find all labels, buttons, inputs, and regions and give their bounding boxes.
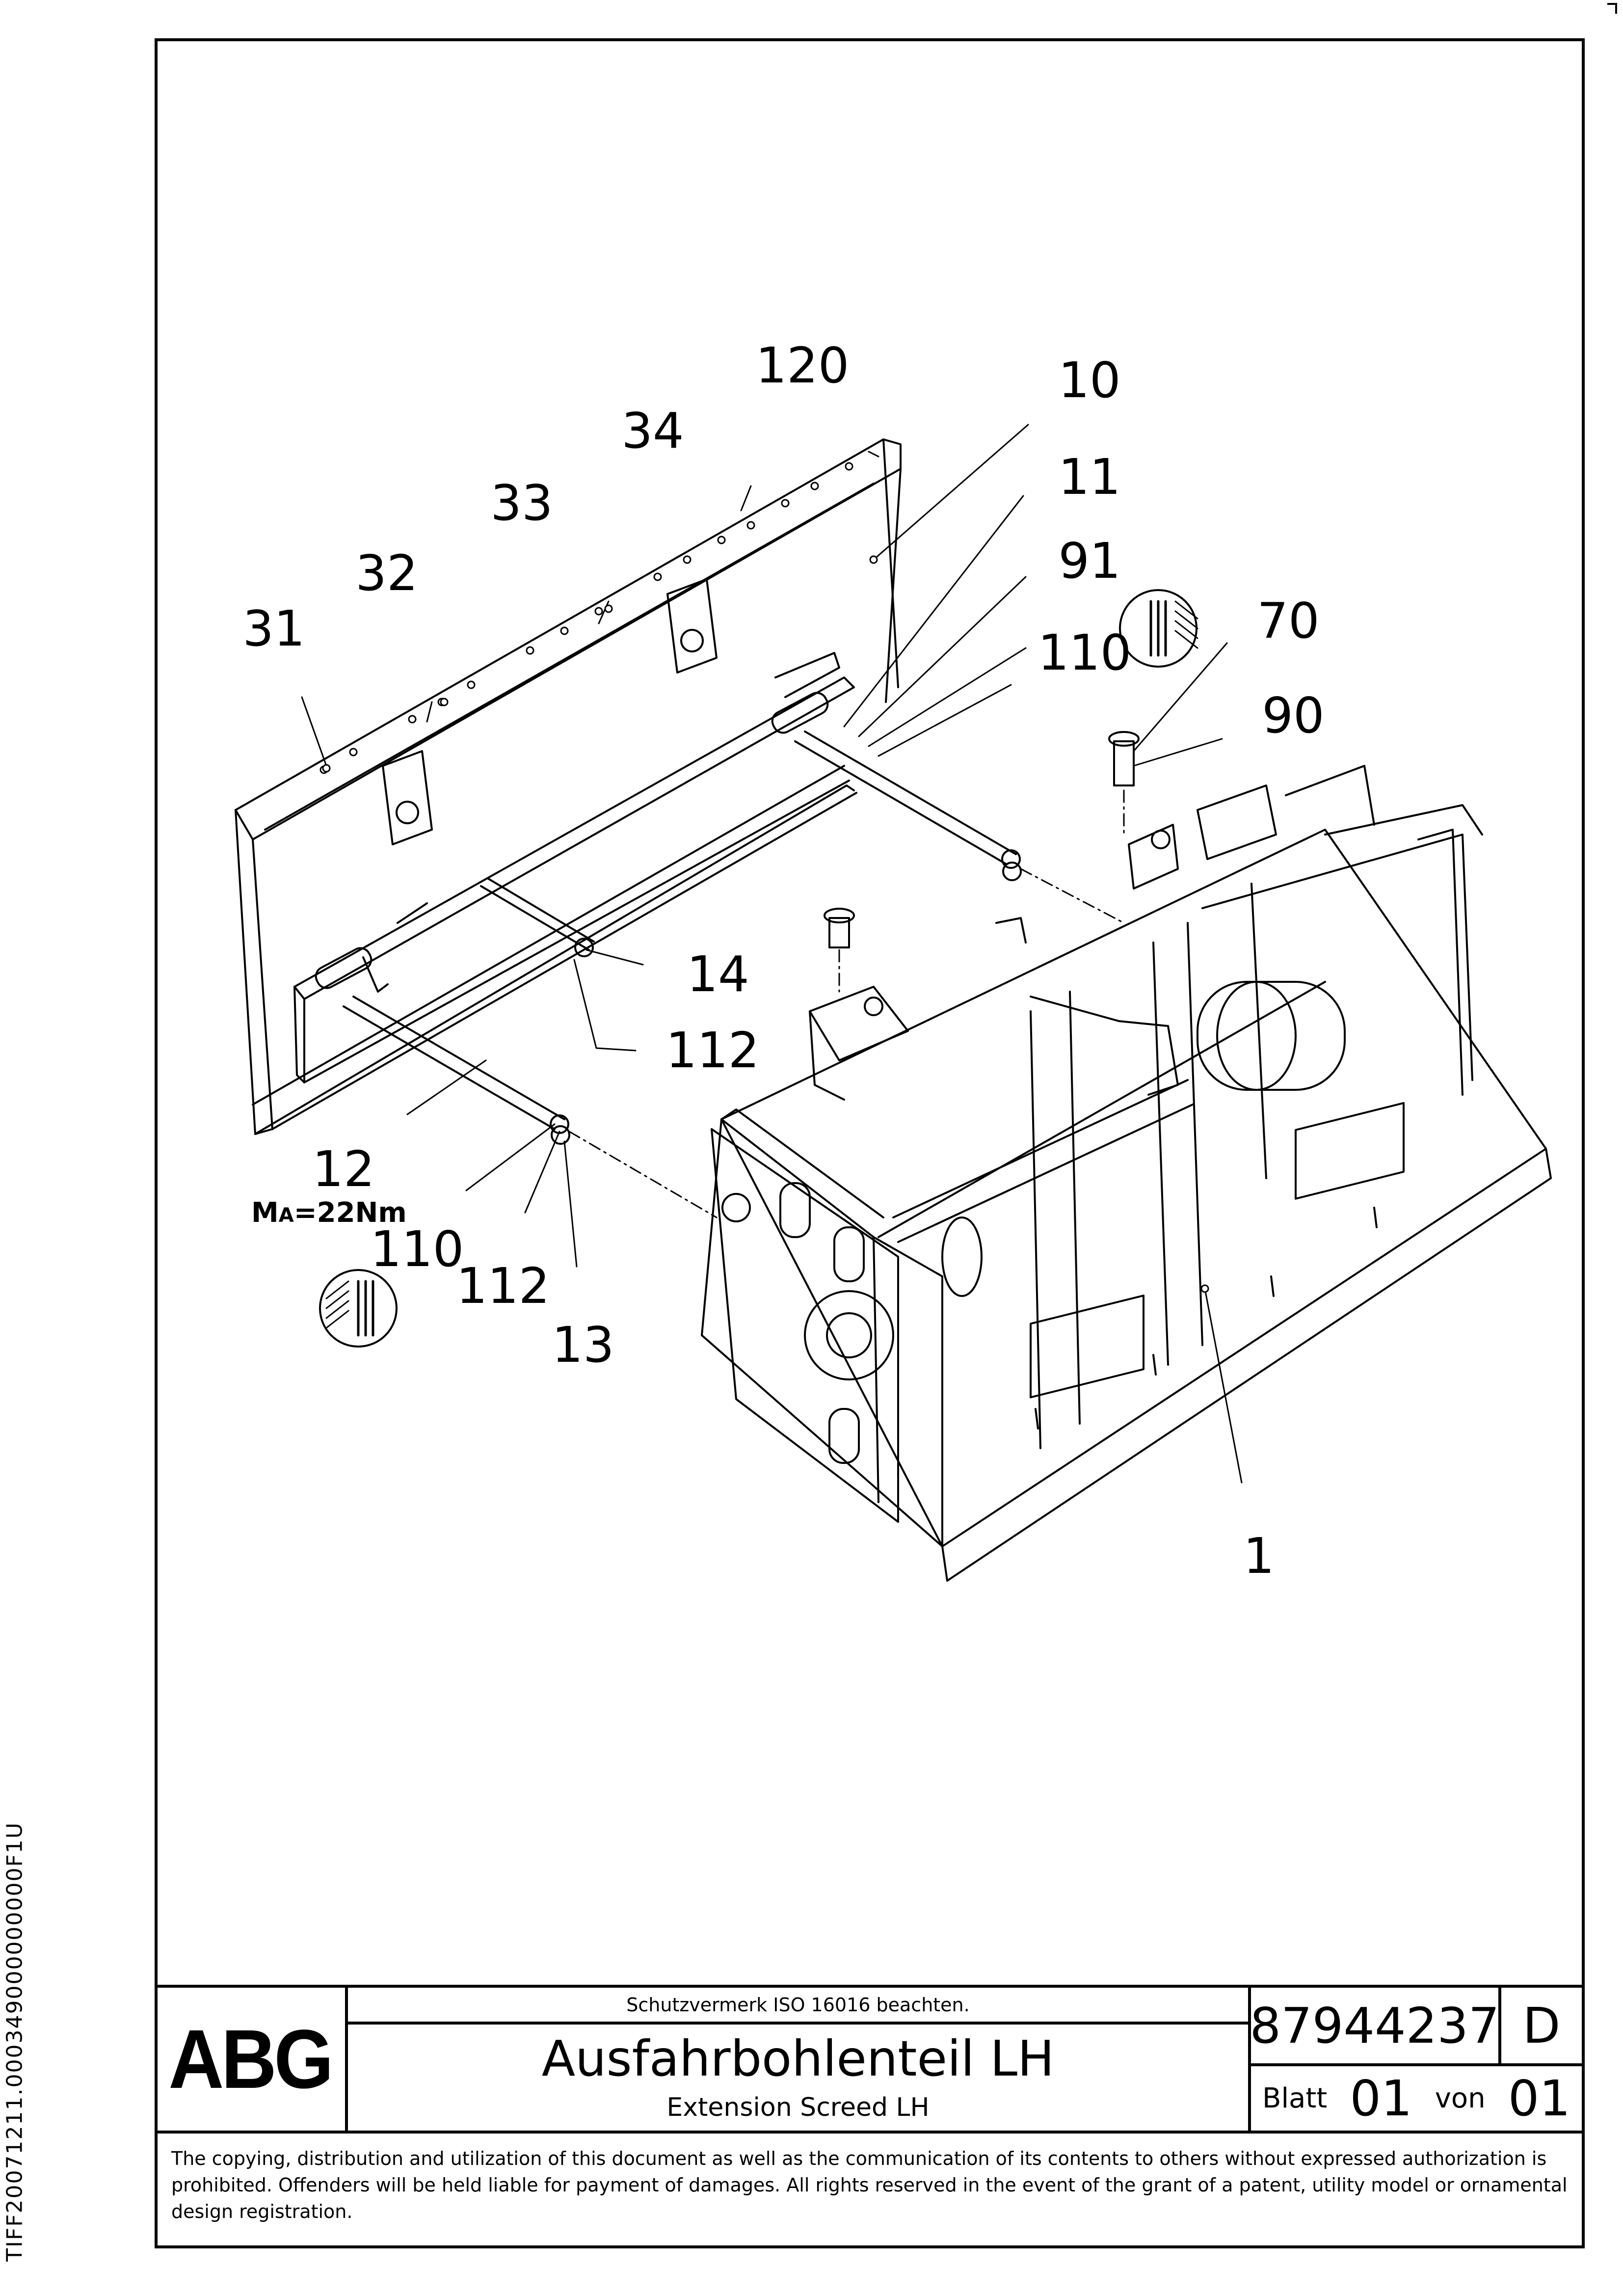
callout-112-upper: 112	[665, 1022, 760, 1079]
title-block: ABG Schutzvermerk ISO 16016 beachten. Au…	[155, 1985, 1585, 2131]
protection-note: Schutzvermerk ISO 16016 beachten.	[348, 1988, 1248, 2025]
leader-lines	[301, 424, 1243, 1484]
company-logo: ABG	[155, 1988, 348, 2131]
screed-plate	[235, 438, 902, 1135]
bolts	[824, 731, 1140, 948]
main-housing	[701, 765, 1552, 1582]
drawing-frame	[155, 38, 1585, 2248]
sheet-info: Blatt 01 von 01	[1251, 2066, 1582, 2131]
logo-text: ABG	[168, 2012, 334, 2106]
drawing-subtitle: Extension Screed LH	[666, 2093, 930, 2122]
callout-11: 11	[1058, 448, 1121, 506]
callout-110-upper: 110	[1038, 624, 1132, 681]
callout-120: 120	[755, 337, 850, 394]
weld-symbol-lower	[319, 1269, 398, 1348]
callout-10: 10	[1058, 351, 1121, 409]
callout-32: 32	[355, 544, 418, 602]
callout-110-lower: 110	[370, 1220, 464, 1278]
title-block-right: 87944237 D Blatt 01 von 01	[1250, 1988, 1582, 2131]
title-block-center: Schutzvermerk ISO 16016 beachten. Ausfah…	[348, 1988, 1251, 2131]
sheet-number: 01	[1350, 2070, 1412, 2127]
callout-12: 12	[312, 1140, 375, 1198]
revision-letter: D	[1501, 1988, 1582, 2066]
callout-14: 14	[687, 945, 749, 1003]
leader-dots	[322, 521, 1209, 1293]
of-label: von	[1435, 2082, 1486, 2114]
callout-70: 70	[1257, 592, 1320, 649]
drawing-title: Ausfahrbohlenteil LH	[541, 2030, 1055, 2087]
torque-spec: MA=22Nm	[251, 1197, 407, 1229]
sheet-label: Blatt	[1262, 2082, 1328, 2114]
drawing-number: 87944237	[1250, 1988, 1501, 2066]
torque-subscript: A	[278, 1204, 294, 1227]
assembly-lines	[568, 789, 1125, 1218]
torque-value: =22Nm	[293, 1197, 407, 1229]
bolt-row	[319, 462, 853, 774]
callout-34: 34	[621, 402, 684, 459]
callout-13: 13	[552, 1316, 614, 1374]
weld-symbol-upper	[1119, 589, 1198, 668]
callout-1: 1	[1243, 1527, 1275, 1585]
copyright-notice: The copying, distribution and utilizatio…	[155, 2131, 1585, 2248]
callout-33: 33	[490, 474, 553, 532]
callout-91: 91	[1058, 532, 1121, 590]
torque-symbol: M	[251, 1197, 279, 1229]
corner-crop-mark	[1607, 3, 1617, 14]
callout-90: 90	[1262, 687, 1325, 744]
guide-rods	[343, 730, 1022, 1145]
callout-31: 31	[242, 600, 305, 657]
sheet-total: 01	[1508, 2070, 1570, 2127]
callout-112-lower: 112	[456, 1257, 550, 1315]
